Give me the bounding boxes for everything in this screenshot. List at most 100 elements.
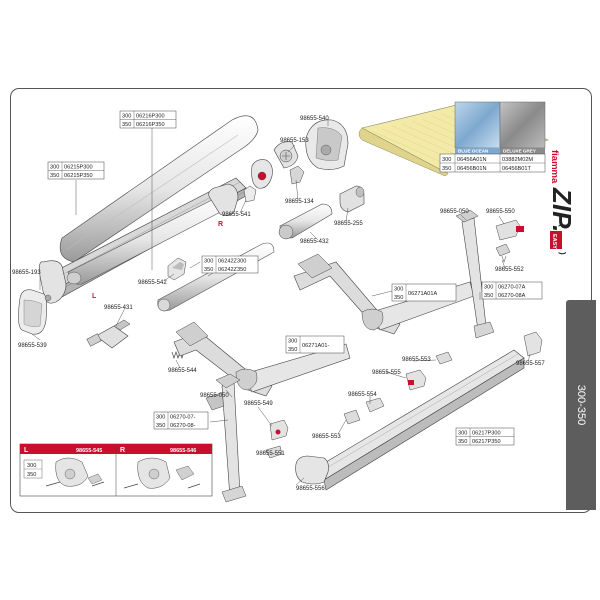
part-98655-255 [339, 185, 365, 213]
svg-text:L: L [24, 447, 29, 454]
brand-logo: fiamma ZIP. ( EASY ) [547, 150, 577, 255]
label-555: 98655-555 [372, 370, 401, 376]
svg-text:06270-08-: 06270-08- [170, 423, 196, 429]
part-98655-549 [269, 419, 289, 441]
table-06216: 300 06216P300 350 06216P350 [119, 110, 177, 129]
leg-left [215, 373, 247, 503]
svg-text:06215P350: 06215P350 [64, 173, 93, 179]
svg-text:300: 300 [288, 339, 297, 345]
svg-text:300: 300 [442, 157, 451, 163]
part-98655-539 [18, 289, 52, 335]
part-98655-551 [265, 445, 283, 459]
svg-text:350: 350 [156, 423, 165, 429]
part-98655-550 [495, 219, 524, 241]
left-marker: L [92, 293, 97, 300]
label-255: 98655-255 [334, 221, 363, 227]
svg-text:06271A01-: 06271A01- [302, 343, 330, 349]
svg-text:350: 350 [394, 295, 403, 301]
svg-text:350: 350 [288, 347, 297, 353]
svg-text:350: 350 [122, 122, 131, 128]
label-557: 98655-557 [516, 361, 545, 367]
svg-text:350: 350 [27, 472, 36, 478]
label-549: 98655-549 [244, 401, 273, 407]
fabric-colour-table: BLUE OCEAN DELUXE GREY 300 06456A01N 038… [439, 101, 546, 173]
part-98655-541 [243, 185, 257, 203]
part-98655-134 [289, 165, 305, 185]
svg-text:300: 300 [204, 259, 213, 265]
part-98655-552 [495, 243, 511, 263]
svg-text:350: 350 [484, 293, 493, 299]
label-550: 98655-550 [486, 209, 515, 215]
label-193: 98655-193 [12, 270, 41, 276]
svg-text:350: 350 [442, 166, 451, 172]
paren-open: ( [558, 224, 567, 227]
part-98655-431 [86, 319, 131, 349]
part-98655-557 [523, 331, 543, 357]
svg-text:06456A01N: 06456A01N [457, 157, 487, 163]
label-551: 98655-551 [256, 451, 285, 457]
svg-text:06270-07-: 06270-07- [170, 415, 196, 421]
blue-ocean-swatch [454, 101, 501, 149]
fiamma-logo: fiamma [549, 150, 560, 184]
svg-text:98655-546: 98655-546 [170, 448, 196, 454]
label-153: 98655-153 [280, 138, 309, 144]
svg-text:300: 300 [458, 431, 467, 437]
label-542: 98655-542 [138, 280, 167, 286]
zip-logo: ZIP. [547, 187, 577, 232]
label-544: 98655-544 [168, 368, 197, 374]
easy-badge-text: EASY [551, 234, 557, 249]
table-06242: 300 06242Z300 350 06242Z350 [201, 255, 259, 274]
svg-text:R: R [120, 447, 125, 454]
label-553a: 98655-553 [402, 357, 431, 363]
label-539: 98655-539 [18, 343, 47, 349]
table-06271a01a: 300 350 06271A01A [391, 283, 457, 302]
svg-text:06456B01T: 06456B01T [502, 166, 532, 172]
svg-text:06456B01N: 06456B01N [457, 166, 487, 172]
range-side-tab [566, 300, 596, 510]
label-541: 98655-541 [222, 212, 251, 218]
part-98655-553b [343, 409, 361, 425]
table-06215: 300 06215P300 350 06215P350 [47, 161, 105, 180]
arm-left-lower [173, 321, 351, 411]
svg-text:300: 300 [394, 287, 403, 293]
table-06217: 300 06217P300 350 06217P350 [455, 427, 515, 446]
table-06270-a: 300 06270-07A 350 06270-08A [481, 281, 543, 300]
right-marker: R [218, 221, 223, 228]
part-98655-542 [167, 257, 187, 281]
svg-text:06242Z300: 06242Z300 [218, 259, 246, 265]
svg-text:DELUXE GREY: DELUXE GREY [503, 149, 536, 154]
svg-text:06217P350: 06217P350 [472, 439, 501, 445]
svg-text:06215P300: 06215P300 [64, 165, 93, 171]
part-labels: 98655-193 98655-539 98655-541 98655-542 … [12, 116, 545, 492]
svg-text:350: 350 [204, 267, 213, 273]
easy-badge [550, 231, 562, 249]
svg-text:06242Z350: 06242Z350 [218, 267, 246, 273]
label-134: 98655-134 [285, 199, 314, 205]
label-050b: 98655-050 [200, 393, 229, 399]
svg-text:300: 300 [156, 415, 165, 421]
kit-right-parts [123, 457, 201, 489]
label-556: 98655-556 [296, 486, 325, 492]
svg-text:06270-08A: 06270-08A [498, 293, 526, 299]
svg-text:06270-07A: 06270-07A [498, 285, 526, 291]
svg-text:06216P350: 06216P350 [136, 122, 165, 128]
svg-text:BLUE OCEAN: BLUE OCEAN [458, 149, 489, 154]
paren-close: ) [558, 252, 567, 255]
leg-right [455, 209, 495, 339]
table-06270-l: 300 06270-07- 350 06270-08- [153, 411, 209, 430]
part-98655-555 [405, 369, 427, 391]
label-432: 98655-432 [300, 239, 329, 245]
deluxe-grey-swatch [499, 101, 546, 149]
label-050a: 98655-050 [440, 209, 469, 215]
svg-text:06271A01A: 06271A01A [408, 291, 438, 297]
svg-text:98655-545: 98655-545 [76, 448, 102, 454]
kit-left-parts [45, 457, 105, 487]
part-98655-432 [278, 203, 333, 240]
cassette-end-cap-left [39, 260, 67, 304]
label-540: 98655-540 [300, 116, 329, 122]
svg-text:300: 300 [50, 165, 59, 171]
part-98655-554 [365, 397, 385, 413]
part-98655-541b [251, 159, 273, 189]
end-cap-kit-box: L 98655-545 R 98655-546 300 350 [19, 443, 213, 497]
